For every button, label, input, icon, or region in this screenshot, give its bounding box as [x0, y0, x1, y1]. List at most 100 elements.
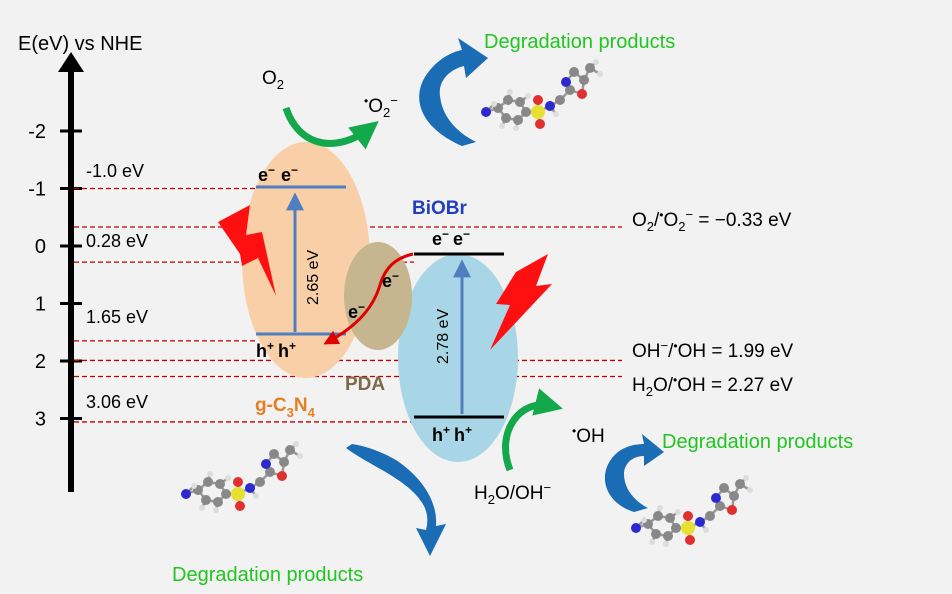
molecule-atom	[245, 483, 255, 493]
molecule-atom	[221, 489, 231, 499]
molecule-atom	[521, 107, 531, 117]
hydroxyl-radical-label: •OH	[572, 424, 605, 447]
ref-oh-hydroxyl: OH−/•OH = 1.99 eV	[632, 338, 794, 362]
pollutant-molecule-right	[631, 475, 753, 547]
molecule-atom	[663, 541, 669, 547]
o2-reduction-arrow	[282, 106, 379, 150]
gcn-label: g-C3N4	[255, 395, 316, 420]
electron-2: e	[281, 165, 291, 185]
biobr-holes-label: h+h+	[432, 423, 472, 445]
molecule-atom	[553, 111, 559, 117]
axis-tick-label: -1	[28, 179, 46, 201]
molecule-atom	[293, 441, 299, 447]
molecule-atom	[585, 63, 595, 73]
ref-o2-superoxide: O2/•O2− = −0.33 eV	[632, 207, 792, 234]
molecule-atom	[743, 475, 749, 481]
molecule-atom	[569, 67, 579, 77]
molecule-atom	[641, 517, 647, 523]
molecule-atom	[531, 105, 545, 119]
ref-h2o-hydroxyl: H2O/•OH = 2.27 eV	[632, 373, 793, 399]
molecule-atom	[651, 529, 661, 539]
molecule-atom	[201, 495, 211, 505]
molecule-atom	[597, 71, 603, 77]
electron-transfer-arrow	[323, 252, 414, 345]
molecule-atom	[265, 467, 275, 477]
molecule-atom	[579, 75, 589, 85]
molecule-atom	[533, 95, 543, 105]
molecule-atom	[593, 59, 599, 65]
level-label-biobr-cb: 0.28 eV	[86, 231, 148, 251]
biobr-electrons-label: e−e−	[432, 227, 470, 249]
molecule-atom	[577, 89, 587, 99]
axis-title: E(eV) vs NHE	[18, 33, 142, 55]
level-label-biobr-vb: 3.06 eV	[86, 392, 148, 412]
molecule-atom	[207, 471, 213, 477]
molecule-atom	[285, 445, 295, 455]
molecule-atom	[503, 95, 513, 105]
molecule-atom	[513, 125, 519, 131]
molecule-atom	[213, 497, 223, 507]
o2-label: O2	[262, 68, 284, 92]
molecule-atom	[253, 493, 259, 499]
molecule-atom	[499, 123, 505, 129]
gcn-holes-label: h+h+	[256, 339, 296, 361]
molecule-atom	[665, 513, 675, 523]
molecule-atom	[727, 505, 737, 515]
right-product-arrow	[604, 434, 664, 512]
molecule-atom	[481, 107, 491, 117]
molecule-atom	[715, 501, 725, 511]
molecule-atom	[513, 115, 523, 125]
molecule-atom	[555, 95, 565, 105]
water-label: H2O/OH−	[474, 480, 551, 507]
pollutant-molecule-top	[481, 59, 603, 131]
molecule-atom	[181, 489, 191, 499]
gcn-light-icon	[218, 205, 276, 296]
molecule-atom	[565, 85, 575, 95]
molecule-atom	[231, 487, 245, 501]
molecule-atom	[255, 477, 265, 487]
molecule-atom	[213, 507, 219, 513]
biobr-band-gap-label: 2.78 eV	[435, 309, 452, 364]
top-product-arrow	[419, 38, 488, 146]
molecule-atom	[703, 527, 709, 533]
biobr-label: BiOBr	[412, 198, 468, 219]
electron-1: e	[258, 165, 268, 185]
molecule-atom	[671, 523, 681, 533]
molecule-atom	[729, 491, 739, 501]
level-label-gcn-cb: -1.0 eV	[86, 161, 144, 181]
molecule-atom	[649, 539, 655, 545]
molecule-atom	[269, 449, 279, 459]
bottom-degradation-label: Degradation products	[172, 564, 363, 586]
bottom-product-arrow	[346, 444, 446, 556]
gcn-electrons-label: e−e−	[258, 163, 298, 185]
level-label-gcn-vb: 1.65 eV	[86, 307, 148, 327]
molecule-atom	[653, 511, 663, 521]
axis-arrowhead-icon	[58, 52, 84, 72]
molecule-atom	[233, 477, 243, 487]
top-degradation-label: Degradation products	[484, 31, 675, 53]
molecule-atom	[235, 501, 245, 511]
molecule-atom	[203, 477, 213, 487]
molecule-atom	[657, 505, 663, 511]
pda-electron-upper: e−	[382, 269, 399, 291]
molecule-atom	[501, 113, 511, 123]
molecule-atom	[705, 511, 715, 521]
pda-particle	[344, 242, 412, 350]
molecule-atom	[535, 119, 545, 129]
pollutant-molecule-left	[181, 441, 303, 513]
molecule-atom	[719, 483, 729, 493]
axis-tick-label: 3	[35, 409, 46, 431]
molecule-atom	[663, 531, 673, 541]
molecule-atom	[683, 511, 693, 521]
molecule-atom	[711, 493, 721, 503]
molecule-atom	[631, 523, 641, 533]
molecule-atom	[561, 77, 571, 87]
molecule-atom	[747, 487, 753, 493]
axis-tick-label: -2	[28, 121, 46, 143]
molecule-atom	[675, 509, 681, 515]
molecule-atom	[685, 535, 695, 545]
axis-tick-label: 0	[35, 236, 46, 258]
gcn-band-gap-label: 2.65 eV	[305, 250, 322, 305]
gcn-particle	[242, 142, 370, 378]
